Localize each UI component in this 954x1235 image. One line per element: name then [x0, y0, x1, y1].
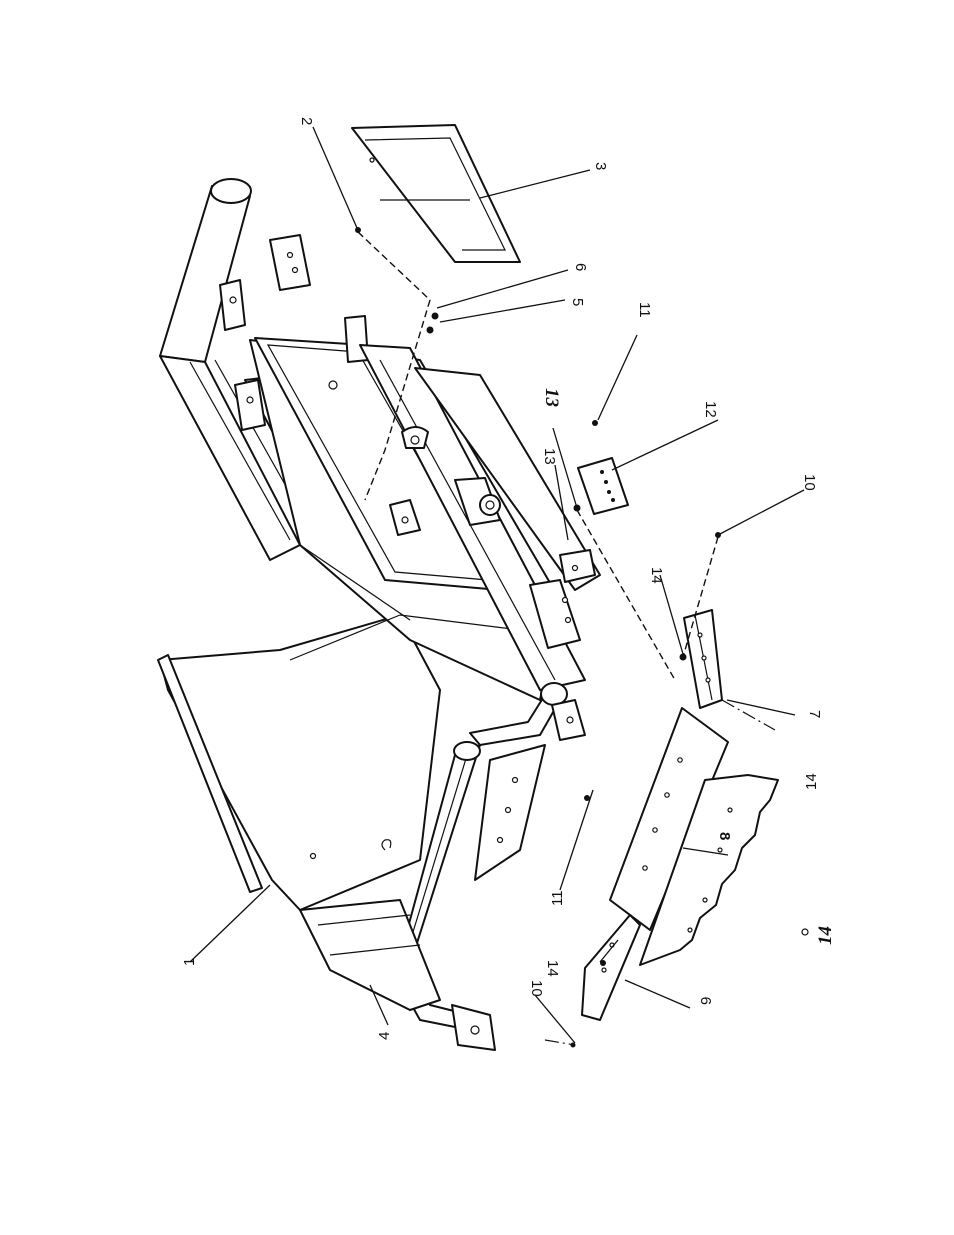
callout-14-right: 14	[803, 773, 820, 790]
callout-1: 1	[181, 958, 198, 966]
callout-14-upper: 14	[648, 567, 665, 584]
frame-assembly	[158, 179, 600, 1050]
callout-3: 3	[592, 162, 609, 170]
assembly-line	[545, 1040, 575, 1045]
callout-11-lower: 11	[549, 890, 566, 906]
callout-12: 12	[702, 401, 719, 418]
cover-plate-part-3	[352, 125, 520, 262]
callout-4: 4	[376, 1032, 393, 1040]
callout-10-lower: 10	[528, 980, 545, 997]
bracket-part-9	[582, 915, 640, 1020]
assembly-line	[577, 510, 675, 680]
callout-11-upper: 11	[636, 302, 653, 318]
callout-2: 2	[298, 117, 315, 125]
callout-5: 5	[569, 298, 586, 306]
callout-7: 7	[806, 710, 823, 718]
callout-10-upper: 10	[801, 474, 818, 491]
callout-14-bold: 14	[815, 926, 836, 945]
callout-9: 9	[698, 997, 715, 1005]
callout-8: 8	[716, 832, 733, 840]
callout-6: 6	[572, 263, 589, 271]
callout-13: 13	[541, 448, 558, 465]
callout-14-lower: 14	[544, 960, 561, 977]
callout-13-bold: 13	[541, 388, 562, 407]
